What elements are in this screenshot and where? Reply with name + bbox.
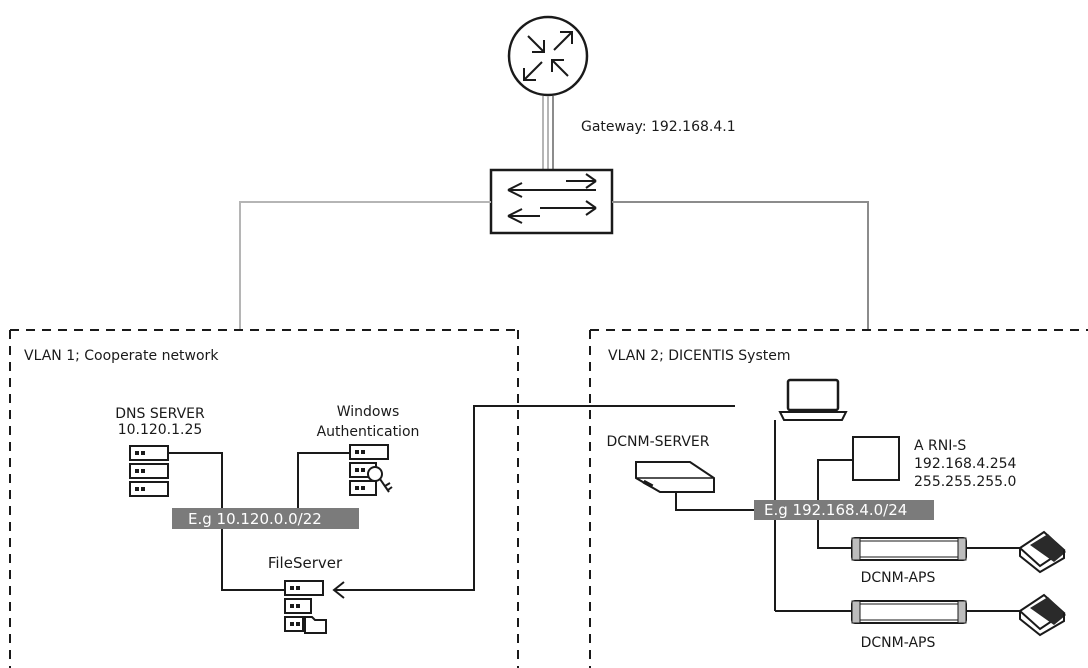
dcnm-server-link bbox=[675, 492, 775, 511]
vlan2-subnet-badge bbox=[754, 500, 934, 520]
laptop-icon bbox=[778, 378, 848, 421]
key-icon bbox=[367, 466, 393, 493]
aps-unit-icon bbox=[851, 600, 967, 624]
folder-icon bbox=[304, 616, 327, 634]
dcnm-server-label: DCNM-SERVER bbox=[606, 434, 709, 450]
aps-label-2: DCNM-APS bbox=[861, 635, 936, 651]
server-stack-icon bbox=[129, 445, 169, 497]
aps-label-1: DCNM-APS bbox=[861, 570, 936, 586]
vlan1-header: VLAN 1; Cooperate network bbox=[24, 348, 219, 364]
arni-ip: 192.168.4.254 bbox=[914, 456, 1017, 472]
auth-link bbox=[297, 452, 350, 513]
laptop-fileserver-link bbox=[334, 405, 735, 591]
vlan2-header: VLAN 2; DICENTIS System bbox=[608, 348, 791, 364]
windows-auth-line2: Authentication bbox=[317, 424, 420, 440]
server-box-icon bbox=[635, 461, 715, 493]
vlan1-subnet-label: E.g 10.120.0.0/22 bbox=[188, 510, 322, 528]
arni-device bbox=[852, 436, 900, 481]
vlan1-boundary bbox=[9, 329, 519, 668]
switch-vlan1-link bbox=[239, 201, 491, 330]
dns-server-name: DNS SERVER bbox=[115, 406, 205, 422]
aps-unit-icon bbox=[851, 537, 967, 561]
arrow-head-icon bbox=[332, 581, 345, 599]
dns-server-ip: 10.120.1.25 bbox=[118, 422, 203, 438]
microphone-icon bbox=[1018, 593, 1066, 637]
arni-mask: 255.255.255.0 bbox=[914, 474, 1016, 490]
file-server-label: FileServer bbox=[268, 554, 343, 572]
vlan2-subnet-label: E.g 192.168.4.0/24 bbox=[764, 501, 907, 519]
gateway-label: Gateway: 192.168.4.1 bbox=[581, 119, 736, 135]
vlan2-boundary bbox=[589, 329, 1088, 668]
server-stack-icon bbox=[284, 580, 324, 632]
windows-auth-line1: Windows bbox=[337, 404, 400, 420]
arni-name: A RNI-S bbox=[914, 438, 966, 454]
switch-icon bbox=[489, 168, 614, 235]
router-icon bbox=[507, 15, 589, 97]
router-switch-link bbox=[542, 96, 554, 170]
switch-vlan2-link bbox=[612, 201, 869, 330]
vlan1-subnet-badge bbox=[172, 508, 359, 529]
microphone-icon bbox=[1018, 530, 1066, 574]
